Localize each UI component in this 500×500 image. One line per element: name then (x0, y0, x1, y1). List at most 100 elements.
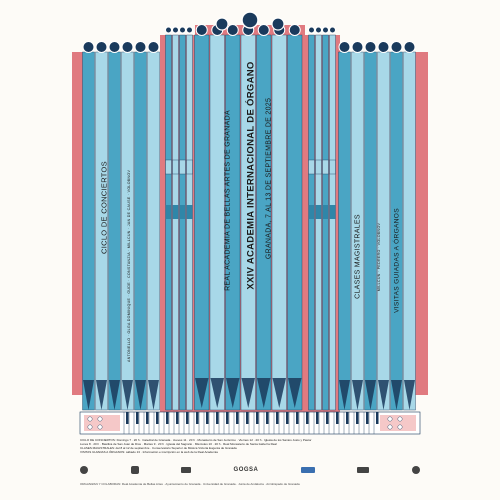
stop-knob (397, 416, 403, 422)
pipe-cap (121, 41, 134, 53)
pipe-cap (165, 26, 172, 34)
organ-pipe (338, 51, 351, 411)
pipe-mouth (257, 378, 271, 408)
crest-icon (181, 467, 192, 473)
pipe-joint (308, 159, 315, 175)
pipe-cap (108, 41, 121, 53)
pipe-joint (165, 159, 172, 175)
pipe-mouth (109, 380, 120, 410)
black-key (176, 412, 179, 424)
pipe-joint (179, 159, 186, 175)
black-key (246, 412, 249, 424)
black-key (136, 412, 139, 424)
logo (181, 467, 192, 473)
pipe-cap (195, 24, 208, 36)
logo (130, 466, 139, 474)
stop-panel-right (380, 415, 416, 431)
narrow-pipe (172, 34, 179, 411)
black-key (286, 412, 289, 424)
crest-icon (130, 466, 139, 474)
narrow-pipe (308, 34, 315, 411)
pipe-cap (377, 41, 390, 53)
event-details: CICLO DE CONCIERTOS: Domingo 7 · 20 h · … (80, 438, 420, 454)
logo-gogsa: GOGSA (233, 467, 259, 473)
pipe-cap (403, 41, 416, 53)
concerts-heading: CICLO DE CONCIERTOS (99, 161, 109, 254)
pipe-mouth (148, 380, 159, 410)
pipe-mouth (288, 378, 302, 408)
emblem-icon (300, 467, 315, 473)
stop-panel-left (84, 415, 120, 431)
pipe-cap (226, 24, 239, 36)
black-key (146, 412, 149, 424)
organ-pipe (108, 51, 121, 411)
pipe-mouth (96, 380, 107, 410)
pipe-joint (186, 205, 193, 219)
pipe-mouth (195, 378, 209, 408)
pipe-joint (186, 159, 193, 175)
emblem-icon (357, 467, 370, 473)
narrow-pipe (329, 34, 336, 411)
pipe-cap (186, 26, 193, 34)
pipe-joint (315, 205, 322, 219)
black-key (276, 412, 279, 424)
masterclasses-heading: CLASES MAGISTRALES (354, 214, 362, 299)
pipe-mouth (352, 380, 363, 410)
seal-icon (80, 466, 88, 474)
pipe-cap (215, 17, 229, 31)
black-key (326, 412, 329, 424)
black-key (366, 412, 369, 424)
black-key (236, 412, 239, 424)
pipe-joint (315, 159, 322, 175)
pipe-joint (322, 159, 329, 175)
black-key (356, 412, 359, 424)
concerts-names: ANTONELLO · OLGA DOMINIQUE · GUDE · CONS… (127, 169, 131, 362)
black-key (296, 412, 299, 424)
organ-pipe (403, 51, 416, 411)
pipe-cap (288, 24, 301, 36)
stop-knob (87, 424, 93, 430)
pipe-cap (147, 41, 160, 53)
pipe-joint (165, 205, 172, 219)
details-line: VISITAS GUIADAS A ÓRGANOS: sábado 13 · I… (80, 450, 218, 454)
black-key (126, 412, 129, 424)
black-key (266, 412, 269, 424)
black-key (156, 412, 159, 424)
stop-knob (387, 416, 393, 422)
black-key (346, 412, 349, 424)
pipe-mouth (210, 378, 224, 408)
pipe-joint (179, 205, 186, 219)
visits-heading: VISITAS GUIADAS A ÓRGANOS (393, 208, 401, 313)
pipe-mouth (122, 380, 133, 410)
narrow-pipe (322, 34, 329, 411)
sponsor-logos: GOGSA (80, 463, 420, 477)
pipe-mouth (226, 378, 240, 408)
pipe-cap (338, 41, 351, 53)
pipe-joint (308, 205, 315, 219)
black-key (206, 412, 209, 424)
logo (411, 466, 420, 474)
pipe-mouth (272, 378, 286, 408)
keyboard (79, 411, 421, 435)
black-key (196, 412, 199, 424)
black-key (226, 412, 229, 424)
logo (357, 467, 370, 473)
pipe-mouth (404, 380, 415, 410)
pipe-cap (241, 11, 259, 29)
details-line: Lunes 8 · 20 h · Basílica de San Juan de… (80, 442, 277, 446)
emblem-icon (411, 466, 420, 474)
pipe-joint (329, 159, 336, 175)
organ-pipe (271, 34, 287, 411)
black-key (376, 412, 379, 424)
stop-knob (97, 424, 103, 430)
narrow-pipe (315, 34, 322, 411)
pipe-cap (172, 26, 179, 34)
details-line: CICLO DE CONCIERTOS: Domingo 7 · 20 h · … (80, 438, 312, 442)
pipe-cap (390, 41, 403, 53)
pipe-cap (95, 41, 108, 53)
pipe-mouth (339, 380, 350, 410)
details-line: CLASES MAGISTRALES: del 8 al 12 de septi… (80, 446, 237, 450)
pipe-joint (172, 205, 179, 219)
pipe-joint (322, 205, 329, 219)
